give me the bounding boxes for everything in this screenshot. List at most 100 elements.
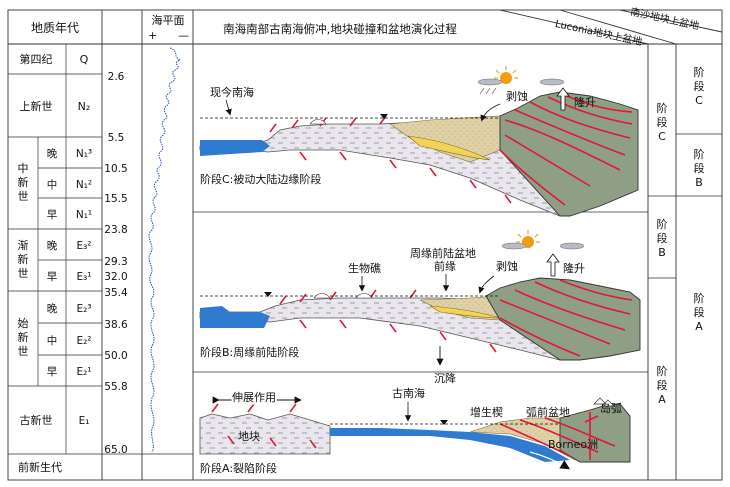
sea-level-header: 海平面 (152, 13, 185, 27)
panel-a-paleo-sea: 古南海 (392, 386, 425, 400)
era-miocene-char-2: 新 (18, 175, 29, 189)
miocene-late-code: N₁³ (76, 148, 92, 160)
nansha-stage-a-c: A (695, 320, 703, 333)
era-pliocene-code: N₂ (78, 100, 91, 113)
luconia-stage-a-c: A (658, 393, 666, 406)
main-title: 南海南部古南海俯冲,地块碰撞和盆地演化过程 (223, 22, 457, 36)
oligocene-late: 晚 (47, 240, 58, 252)
panel-b-cloud2-icon (559, 242, 585, 250)
era-precenozoic: 前新生代 (18, 460, 62, 474)
panel-c-reef (309, 119, 327, 125)
miocene-late: 晚 (47, 148, 58, 160)
luconia-stage-b-b: 段 (657, 231, 668, 245)
era-oligocene-label: 渐 新 世 (18, 238, 29, 280)
oligocene-early-code: E₃¹ (76, 271, 91, 283)
age-50-0: 50.0 (104, 350, 127, 362)
eocene-early: 早 (47, 366, 58, 378)
era-eocene-label: 始 新 世 (18, 316, 29, 358)
age-5-5: 5.5 (108, 132, 125, 144)
panel-c-sealevel-marker (380, 114, 388, 119)
era-grid (8, 44, 722, 455)
panel-a-island-arc-label: 岛弧 (600, 401, 622, 415)
panel-c-rain-icon (479, 87, 497, 95)
panel-c: 隆升 剥蚀 现今南海 阶段C:被动大陆边缘阶段 (199, 66, 639, 217)
age-2-6: 2.6 (108, 71, 125, 83)
era-oligocene-char-3: 世 (18, 267, 29, 280)
era-quaternary: 第四纪 (20, 52, 53, 66)
panel-c-sun-icon (494, 66, 518, 84)
panel-b-uplift: 隆升 (563, 261, 585, 275)
panel-b: 隆升 剥蚀 生物礁 周缘前陆盆地 前缘 沉降 阶段B:周缘前陆阶段 (199, 230, 641, 385)
era-oligocene-char-1: 渐 (18, 238, 29, 252)
panel-b-cloud-icon (501, 242, 527, 250)
age-10-5: 10.5 (104, 163, 127, 175)
panel-c-modern-sea: 现今南海 (210, 85, 254, 99)
panel-b-reef2 (355, 293, 373, 299)
panel-a-ocean (330, 428, 570, 462)
panel-c-uplift: 隆升 (574, 95, 596, 109)
era-eocene-char-1: 始 (18, 316, 29, 330)
panel-b-sealevel-marker (264, 292, 272, 297)
era-oligocene-char-2: 新 (18, 252, 29, 266)
luconia-stage-c-b: 段 (657, 115, 668, 129)
sea-level-minus: — (178, 29, 189, 42)
era-quaternary-code: Q (80, 53, 89, 66)
age-38-6: 38.6 (104, 319, 128, 331)
panel-c-ocean (200, 140, 270, 156)
luconia-stage-a-b: 段 (657, 378, 668, 392)
panel-b-foredeep-label: 前缘 (434, 259, 456, 273)
era-eocene-char-2: 新 (18, 330, 29, 344)
luconia-stage-column: 阶 段 C 阶 段 B 阶 段 A (657, 101, 668, 406)
panel-b-foreland-label: 周缘前陆盆地 (410, 246, 476, 260)
eocene-middle: 中 (47, 334, 58, 347)
nansha-stage-c-b: 段 (694, 79, 705, 93)
nansha-stage-b-b: 段 (694, 161, 705, 175)
panel-b-caption: 阶段B:周缘前陆阶段 (200, 345, 299, 359)
era-paleocene: 古新世 (20, 413, 53, 427)
era-miocene-char-3: 世 (18, 190, 29, 203)
panel-a-forearc-label: 弧前盆地 (526, 405, 570, 419)
eocene-middle-code: E₂² (76, 335, 91, 347)
nansha-stage-b-c: B (695, 176, 703, 189)
panel-b-mountain (485, 277, 641, 361)
nansha-header: 南沙地块上盆地 (629, 5, 700, 32)
panel-c-caption: 阶段C:被动大陆边缘阶段 (200, 172, 321, 186)
geologic-time-header: 地质年代 (31, 21, 79, 35)
nansha-stage-a-b: 段 (694, 305, 705, 319)
era-paleocene-code: E₁ (79, 415, 90, 427)
panel-c-modern-sea-arrow (225, 99, 232, 116)
panel-b-erosion: 剥蚀 (496, 259, 518, 273)
panel-c-erosion-arrow (480, 103, 501, 122)
era-pliocene: 上新世 (20, 99, 53, 113)
panel-a-block: 地块 (238, 430, 260, 443)
panel-a-island-arc-icon (593, 397, 615, 407)
miocene-early-code: N₁¹ (76, 209, 92, 221)
sea-level-curve (148, 47, 182, 453)
sea-level-plus: + (148, 29, 157, 42)
age-15-5: 15.5 (104, 193, 127, 205)
panel-a: 伸展作用 地块 古南海 增生楔 弧前盆地 岛弧 Borneo洲 阶段A:裂陷阶段 (199, 386, 631, 475)
nansha-stage-c-c: C (695, 94, 703, 107)
panel-a-sealevel-marker (440, 420, 448, 425)
panel-b-subsidence: 沉降 (434, 371, 456, 385)
age-65-0: 65.0 (104, 444, 127, 456)
panel-b-erosion-arrow (478, 275, 495, 294)
luconia-stage-b-a: 阶 (657, 217, 668, 231)
nansha-stage-b-a: 阶 (694, 147, 705, 161)
age-29-3: 29.3 (104, 256, 127, 268)
luconia-stage-b-c: B (658, 246, 666, 259)
nansha-stage-c-a: 阶 (694, 65, 705, 79)
nansha-stage-a-a: 阶 (694, 291, 705, 305)
panel-a-subduction-arrow (529, 451, 571, 470)
era-miocene-label: 中 新 世 (18, 162, 29, 203)
panel-c-erosion: 剥蚀 (506, 89, 528, 103)
panel-c-yellow-lens (407, 135, 491, 161)
era-miocene-char-1: 中 (18, 162, 29, 175)
panel-a-crust (199, 413, 331, 455)
age-23-8: 23.8 (104, 224, 127, 236)
panel-b-reef-label: 生物礁 (348, 261, 381, 275)
panel-b-reef (313, 293, 331, 299)
panel-a-caption: 阶段A:裂陷阶段 (200, 461, 277, 475)
luconia-stage-c-c: C (658, 130, 666, 143)
panel-c-mountain (499, 91, 639, 217)
